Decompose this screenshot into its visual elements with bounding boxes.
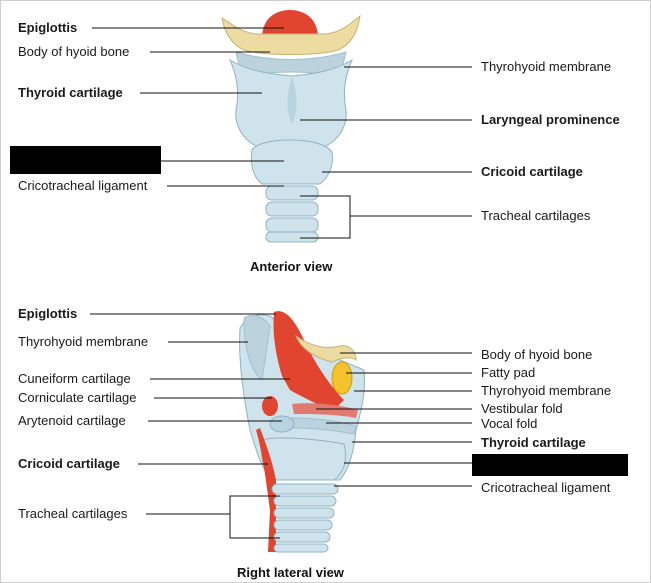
tracheal-ring	[265, 217, 319, 233]
label-tracheal-cartilages: Tracheal cartilages	[481, 208, 591, 223]
label-thyroid-cartilage: Thyroid cartilage	[18, 85, 123, 100]
label-lateral-thyrohyoid-right: Thyrohyoid membrane	[481, 383, 612, 398]
vestibular-fold-shape	[292, 403, 358, 418]
cricoid-cartilage-shape	[250, 139, 333, 185]
label-cricoid-cartilage: Cricoid cartilage	[481, 164, 583, 179]
arytenoid-shape	[269, 415, 295, 433]
label-corniculate-cartilage: Corniculate cartilage	[18, 390, 137, 405]
lateral-tracheal-ring	[273, 507, 335, 519]
label-cuneiform-cartilage: Cuneiform cartilage	[18, 371, 131, 386]
label-epiglottis: Epiglottis	[18, 20, 78, 35]
anterior-larynx-drawing	[221, 10, 361, 243]
lateral-leader-lines	[90, 313, 472, 539]
label-lateral-epiglottis: Epiglottis	[18, 306, 78, 321]
lateral-tracheal-ring	[273, 519, 333, 531]
corniculate-shape	[262, 396, 278, 416]
tracheal-ring	[265, 201, 319, 217]
label-lateral-hyoid: Body of hyoid bone	[481, 347, 593, 362]
label-fatty-pad: Fatty pad	[481, 365, 536, 380]
lateral-thyrohyoid-shape	[243, 315, 271, 381]
lateral-epiglottis-shape	[273, 311, 344, 412]
label-lateral-thyrohyoid: Thyrohyoid membrane	[18, 334, 149, 349]
label-hyoid-bone: Body of hyoid bone	[18, 44, 130, 59]
fatty-pad-shape	[331, 361, 353, 395]
epiglottis-shape	[262, 10, 318, 38]
label-lateral-cricotracheal: Cricotracheal ligament	[481, 480, 611, 495]
tracheal-ring	[265, 185, 319, 201]
label-lateral-thyroid: Thyroid cartilage	[481, 435, 586, 450]
label-vestibular-fold: Vestibular fold	[481, 401, 563, 416]
vocal-fold-shape	[291, 417, 357, 435]
label-thyrohyoid-membrane: Thyrohyoid membrane	[481, 59, 612, 74]
lateral-tracheal-ring	[273, 495, 337, 507]
lateral-tracheal-ring	[271, 483, 339, 495]
label-lateral-tracheal: Tracheal cartilages	[18, 506, 128, 521]
label-arytenoid-cartilage: Arytenoid cartilage	[18, 413, 126, 428]
laryngeal-prominence-shape	[287, 76, 297, 124]
lateral-tracheal-ring	[273, 543, 329, 553]
label-cricotracheal-ligament: Cricotracheal ligament	[18, 178, 148, 193]
caption-anterior-view: Anterior view	[250, 259, 333, 274]
anterior-leader-lines	[92, 27, 472, 239]
lateral-hyoid-shape	[294, 334, 357, 363]
lateral-larynx-drawing	[239, 311, 365, 553]
redacted-label	[10, 146, 161, 174]
lateral-tracheal-ring	[273, 531, 331, 543]
posterior-muscle-shape	[256, 428, 276, 552]
hyoid-bone-shape	[221, 14, 361, 55]
label-lateral-cricoid: Cricoid cartilage	[18, 456, 120, 471]
caption-right-lateral-view: Right lateral view	[237, 565, 344, 580]
label-laryngeal-prominence: Laryngeal prominence	[481, 112, 620, 127]
tracheal-ring	[265, 231, 319, 243]
redacted-label	[472, 454, 628, 476]
label-vocal-fold: Vocal fold	[481, 416, 538, 431]
